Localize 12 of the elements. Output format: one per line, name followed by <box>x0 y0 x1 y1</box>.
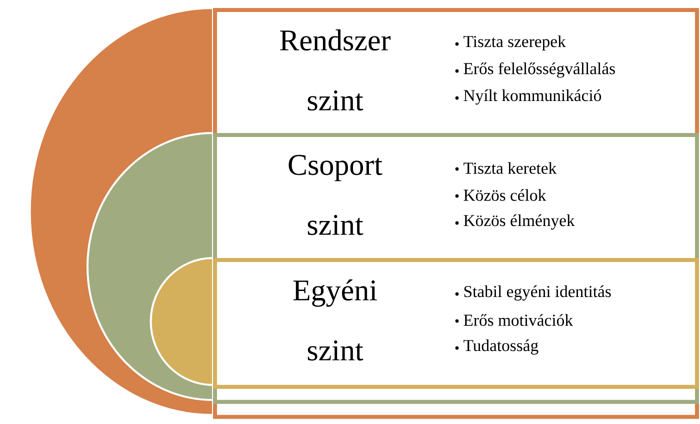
level-heading: Rendszer szint <box>280 29 391 111</box>
level-heading: Egyéni szint <box>293 279 377 361</box>
bullet-item: Erős motivációk <box>455 314 573 326</box>
bullet-item: Erős felelősségvállalás <box>455 62 615 78</box>
bullet-item: Stabil egyéni identitás <box>455 285 611 301</box>
bullet-item: Közös élmények <box>455 214 575 230</box>
level-heading: Csoport szint <box>288 154 382 236</box>
bullet-item: Közös célok <box>455 189 546 201</box>
bullet-item: Nyílt kommunikáció <box>455 89 602 105</box>
bullet-item: Tudatosság <box>455 339 538 355</box>
bullet-item: Tiszta keretek <box>455 162 557 174</box>
bullet-item: Tiszta szerepek <box>455 35 566 51</box>
